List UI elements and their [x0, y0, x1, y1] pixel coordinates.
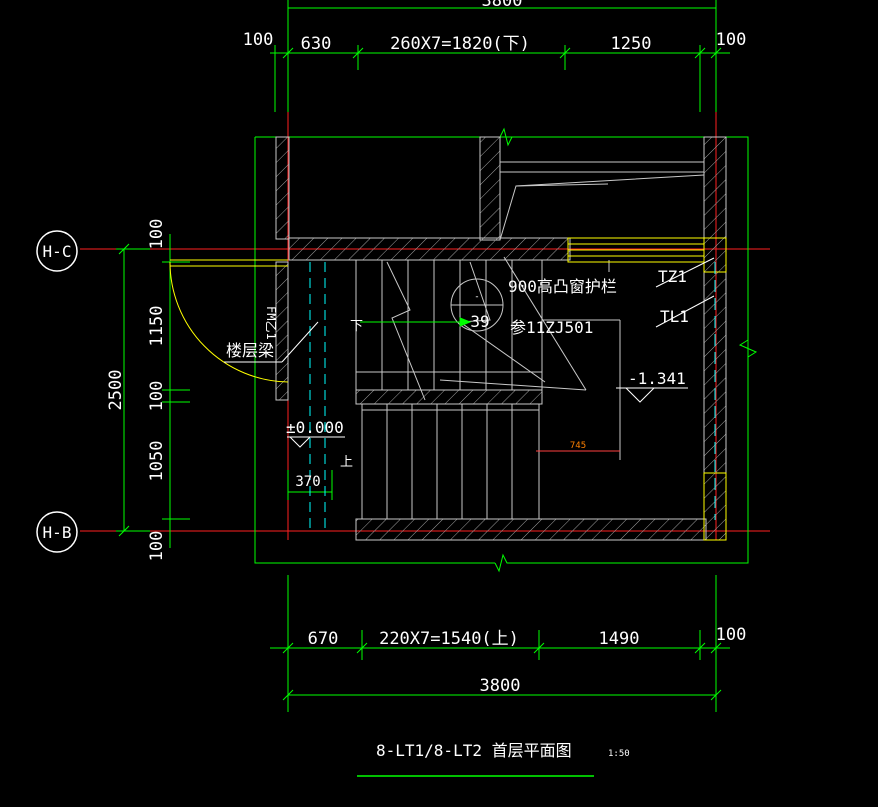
wall-left-mid — [275, 261, 289, 401]
left-dim-100-mid: 100 — [147, 381, 167, 412]
bottom-dim-670: 670 — [308, 629, 339, 649]
bottom-dim-1490: 1490 — [599, 629, 640, 649]
beam-label: 楼层梁 — [226, 341, 274, 360]
left-dim-100-top: 100 — [147, 219, 167, 250]
dimension-lines — [116, 0, 730, 712]
drawing-title: 8-LT1/8-LT2 首层平面图 — [376, 741, 572, 760]
left-total-dim: 2500 — [106, 370, 126, 411]
walls — [275, 136, 727, 541]
elevation-zero: ±0.000 — [286, 418, 344, 437]
axis-label-c: H-C — [43, 242, 72, 261]
axis-label-b: H-B — [43, 523, 72, 542]
cyan-lines — [309, 262, 716, 530]
top-dim-100-right: 100 — [716, 30, 747, 50]
detail-circle-symbol: - 39 — [450, 278, 504, 332]
outer-boundary — [254, 127, 758, 573]
top-dim-stair: 260X7=1820(下) — [390, 34, 530, 54]
leader-lines — [224, 257, 715, 448]
inner-dim-370: 370 — [295, 474, 320, 490]
axis-lines — [80, 60, 770, 540]
axis-bubble-c: H-C — [36, 230, 78, 272]
wall-top-band — [288, 237, 571, 261]
railing-note: 900高凸窗护栏 — [508, 277, 617, 296]
down-arrow-line — [360, 317, 472, 327]
wall-mid-upper — [479, 136, 501, 241]
detail-circle-number: 39 — [470, 312, 489, 331]
wall-bottom-band — [355, 518, 707, 541]
left-dim-100-bottom: 100 — [147, 531, 167, 562]
dim-745: 745 — [570, 441, 586, 451]
down-arrow-label: 下 — [350, 319, 363, 334]
door-tag-fm: FM乙1 — [264, 306, 278, 340]
tl1-label: TL1 — [660, 307, 689, 326]
orange-dim: 745 — [536, 441, 620, 452]
stair-treads — [355, 161, 705, 520]
top-dim-630: 630 — [301, 34, 332, 54]
door-swing-arc — [169, 261, 289, 383]
drawing-scale: 1:50 — [608, 749, 630, 759]
top-dim-1250: 1250 — [611, 34, 652, 54]
elevation-low: -1.341 — [628, 369, 686, 388]
railing-and-door — [169, 237, 727, 541]
bottom-dim-100: 100 — [716, 625, 747, 645]
bottom-dim-stair: 220X7=1540(上) — [379, 629, 519, 649]
left-dim-1150: 1150 — [147, 306, 167, 347]
top-total-dim: 3800 — [482, 0, 523, 11]
detail-circle-top: - — [474, 292, 479, 302]
landing-beam — [355, 389, 543, 405]
up-arrow-label: 上 — [340, 455, 353, 470]
axis-bubble-b: H-B — [36, 511, 78, 553]
bottom-total-dim: 3800 — [480, 676, 521, 696]
reference-note: 参11ZJ501 — [510, 318, 593, 337]
drawing-title-block: 8-LT1/8-LT2 首层平面图 1:50 — [357, 741, 630, 777]
top-dim-100-left: 100 — [243, 30, 274, 50]
tz1-label: TZ1 — [658, 267, 687, 286]
wall-left-upper — [275, 136, 290, 240]
left-dim-1050: 1050 — [147, 441, 167, 482]
